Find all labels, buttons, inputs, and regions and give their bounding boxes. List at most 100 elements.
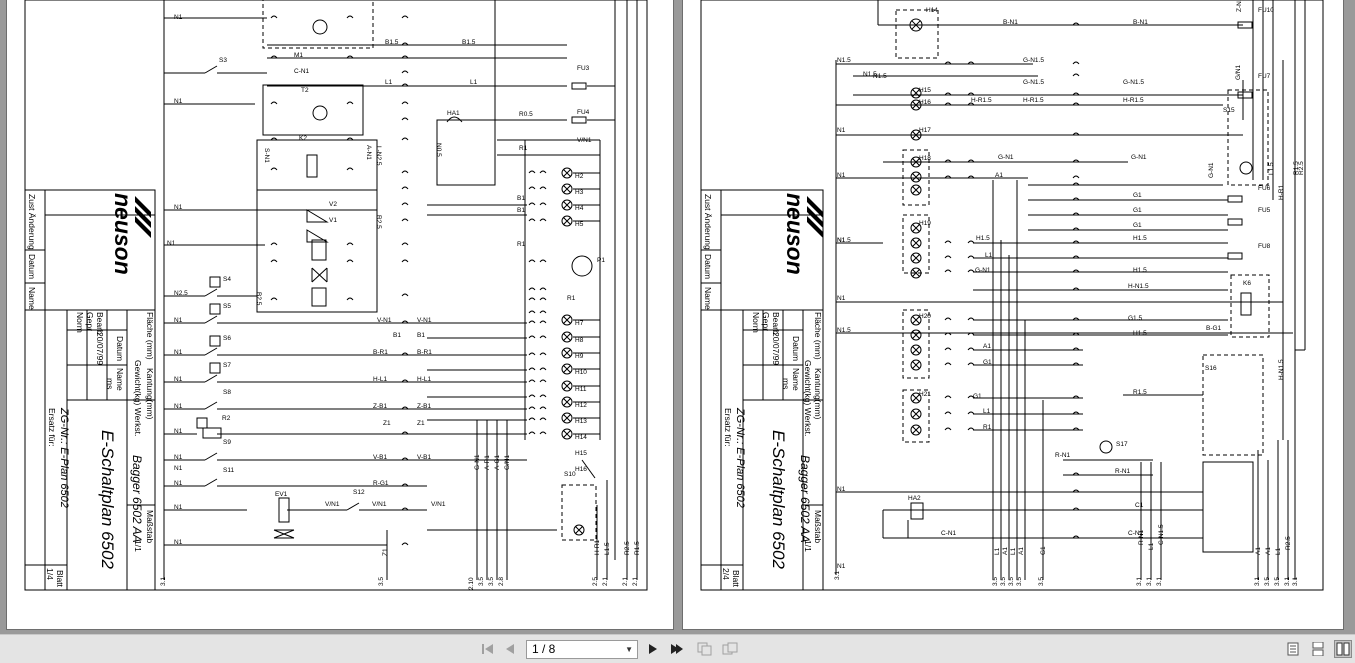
terminal-symbol (944, 269, 952, 273)
schematic-label: V-N1 (377, 317, 392, 324)
terminal-symbol (1072, 489, 1080, 493)
terminal-symbol (1072, 395, 1080, 399)
terminal-symbol (401, 170, 409, 174)
schematic-label: H3 (575, 189, 584, 196)
schematic-label: K6 (1243, 280, 1251, 287)
terminal-symbol (1072, 507, 1080, 511)
schematic-label: V2 (329, 201, 337, 208)
single-page-view-button[interactable] (1284, 640, 1302, 658)
schematic-label: L-N2.5 (375, 146, 382, 166)
terminal-symbol (346, 137, 354, 141)
schematic-label: N1.5 (837, 57, 851, 64)
weight-label: Gewicht(kg) Werkst. (133, 360, 143, 436)
terminal-symbol (967, 332, 975, 336)
schematic-label: H-R1 (594, 539, 601, 555)
terminal-symbol (270, 101, 278, 105)
schematic-label: H4 (575, 205, 584, 212)
date-label: Datum (791, 336, 801, 361)
copy-pages-icon (697, 642, 712, 656)
schematic-label: B1.5 (462, 39, 476, 46)
terminal-symbol (528, 202, 536, 206)
terminal-symbol (539, 218, 547, 222)
schematic-label: Z1 (417, 420, 425, 427)
lamp-cross (563, 365, 571, 373)
lamp-symbol (910, 87, 922, 99)
terminal-symbol (528, 186, 536, 190)
schematic-label: 3.5 (1274, 577, 1281, 586)
lamp-cross (912, 331, 920, 339)
two-page-view-button[interactable] (1334, 640, 1352, 658)
schematic-label: H8 (575, 337, 584, 344)
lamp-cross (912, 158, 920, 166)
schematic-label: S3 (219, 57, 227, 64)
document-viewport[interactable]: neuson Zust Änderung Datum Name Fläche (… (0, 0, 1355, 634)
schematic-label: 3.1 (1254, 577, 1261, 586)
schematic-label: B-N1 (1003, 19, 1018, 26)
revision-date-label: Datum (27, 254, 37, 279)
terminal-symbol (1072, 472, 1080, 476)
schematic-label: G-N1 (975, 267, 991, 274)
terminal-symbol (528, 379, 536, 383)
schematic-label: 3.5 (378, 577, 385, 586)
terminal-symbol (270, 55, 278, 59)
schematic-label: A1 (1255, 547, 1262, 555)
terminal-symbol (944, 395, 952, 399)
lamp-symbol (573, 524, 585, 536)
schematic-label: G-N1.5 (1123, 79, 1144, 86)
lamp-cross (575, 526, 583, 534)
schematic-label: R1 (519, 145, 528, 152)
lamp-symbol (910, 129, 922, 141)
first-page-button[interactable] (478, 640, 498, 658)
terminal-symbol (1072, 427, 1080, 431)
schematic-label: H21 (919, 391, 931, 398)
terminal-symbol (401, 352, 409, 356)
schematic-label: H-L1 (417, 376, 431, 383)
previous-page-button[interactable] (500, 640, 520, 658)
schematic-label: R1.5 (634, 541, 641, 555)
compare-pages-button[interactable] (720, 640, 740, 658)
schematic-label: G1 (1133, 222, 1142, 229)
terminal-symbol (944, 255, 952, 259)
schematic-label: R1 (517, 241, 526, 248)
sheet-value: 2/4 (721, 568, 731, 580)
terminal-symbol (944, 427, 952, 431)
schematic-label: R2 (222, 415, 231, 422)
terminal-symbol (401, 218, 409, 222)
schematic-label: A1 (1002, 547, 1009, 555)
schematic-label: N1 (174, 317, 183, 324)
name-label: Name (791, 368, 801, 391)
lamp-symbol (910, 252, 922, 264)
sheet-label: Blatt (55, 570, 65, 588)
lamp-symbol (910, 329, 922, 341)
terminal-symbol (539, 186, 547, 190)
terminal-symbol (401, 15, 409, 19)
name-label: Name (115, 368, 125, 391)
chevron-down-icon: ▼ (625, 645, 633, 654)
schematic-label: H16 (919, 99, 931, 106)
schematic-label: C-N1 (1128, 530, 1144, 537)
terminal-symbol (967, 92, 975, 96)
rotate-page-button[interactable] (695, 640, 715, 658)
lamp-cross (563, 333, 571, 341)
lamp-symbol (561, 412, 573, 424)
terminal-symbol (401, 42, 409, 46)
next-page-button[interactable] (643, 640, 663, 658)
terminal-symbol (944, 240, 952, 244)
terminal-symbol (944, 61, 952, 65)
terminal-symbol (528, 406, 536, 410)
terminal-symbol (1072, 61, 1080, 65)
terminal-symbol (401, 259, 409, 263)
terminal-symbol (967, 269, 975, 273)
lamp-symbol (910, 392, 922, 404)
terminal-symbol (1072, 22, 1080, 26)
schematic-label: FU7 (1258, 73, 1271, 80)
lamp-cross (912, 89, 920, 97)
last-page-button[interactable] (667, 640, 687, 658)
page-number-select[interactable]: 1 / 8 ▼ (526, 640, 638, 659)
continuous-view-button[interactable] (1309, 640, 1327, 658)
terminal-symbol (346, 297, 354, 301)
schematic-label: C-N1 (294, 68, 310, 75)
schematic-label: 3.5 (992, 577, 999, 586)
schematic-label: V-N1 (417, 317, 432, 324)
schematic-label: R-N1 (1138, 529, 1145, 545)
